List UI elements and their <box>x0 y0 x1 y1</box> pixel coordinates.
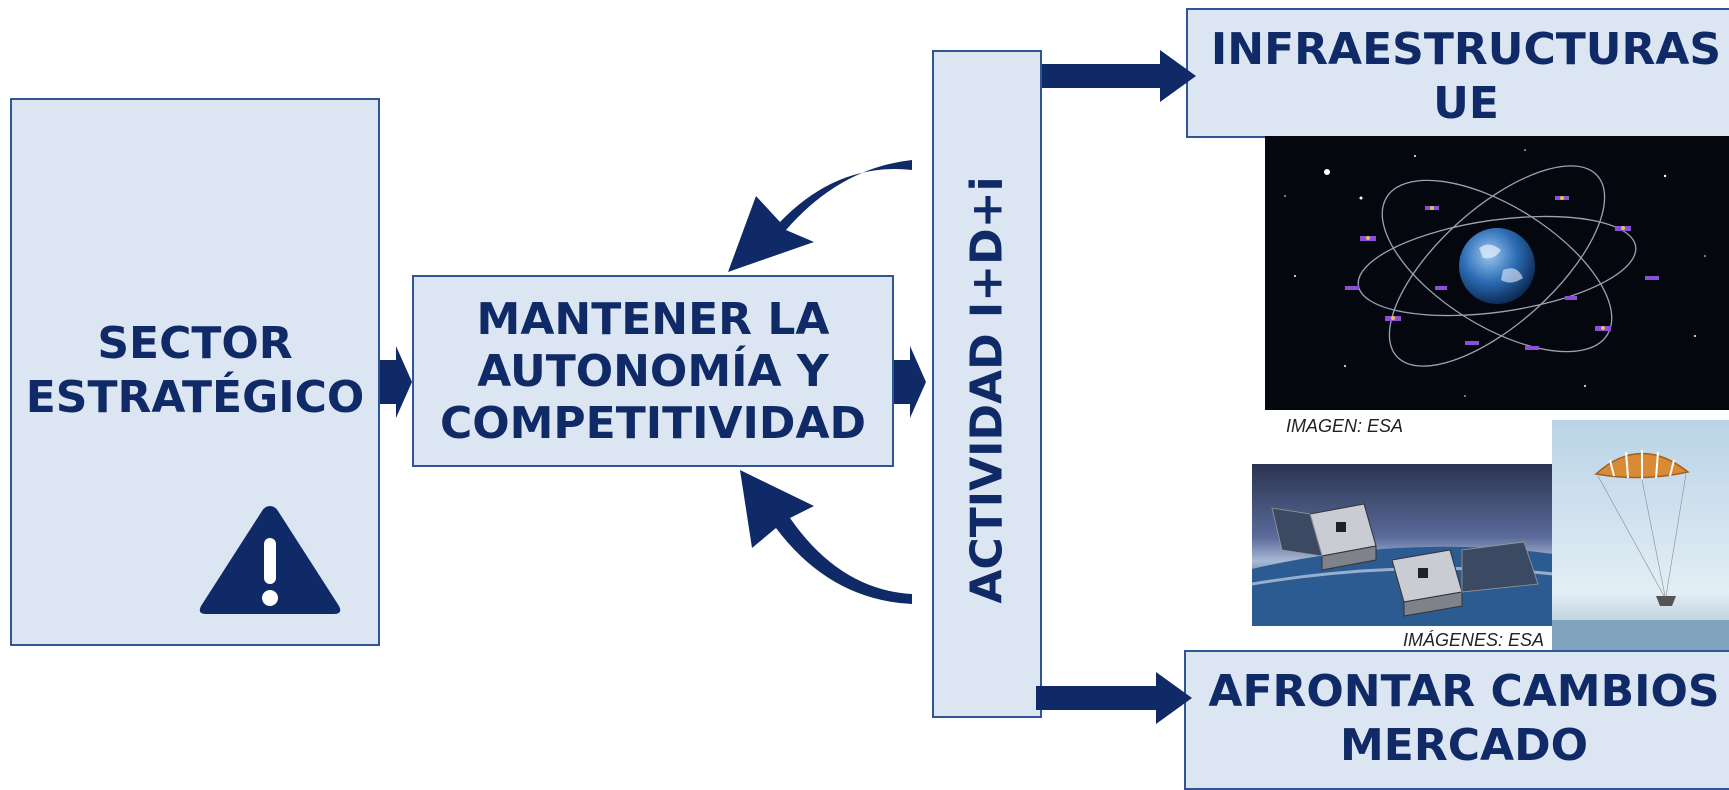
afrontar-box: AFRONTAR CAMBIOS MERCADO <box>1184 650 1729 790</box>
arrow-sector-to-mantener <box>380 346 412 418</box>
curved-arrow-lower <box>740 470 912 604</box>
infraestructuras-box: INFRAESTRUCTURAS UE <box>1186 8 1729 138</box>
sector-estrategico-box: SECTOR ESTRATÉGICO <box>10 98 380 646</box>
satellite-constellation-image <box>1265 136 1729 410</box>
cubesat-image <box>1252 464 1554 626</box>
arrow-mantener-to-actividad <box>894 346 926 418</box>
image-top-caption: IMAGEN: ESA <box>1286 416 1404 436</box>
sector-line2: ESTRATÉGICO <box>25 372 365 423</box>
infra-line1: INFRAESTRUCTURAS <box>1210 24 1722 75</box>
mantener-line2: AUTONOMÍA Y <box>477 346 829 397</box>
infra-line2: UE <box>1433 78 1499 129</box>
mantener-box: MANTENER LA AUTONOMÍA Y COMPETITIVIDAD <box>412 275 894 467</box>
actividad-box <box>932 50 1042 718</box>
mantener-line1: MANTENER LA <box>476 294 830 345</box>
warning-triangle-icon <box>199 506 341 614</box>
curved-arrow-upper <box>728 160 912 272</box>
arrow-actividad-to-infra <box>1042 50 1196 102</box>
arrow-actividad-to-afrontar <box>1036 672 1192 724</box>
afrontar-line2: MERCADO <box>1340 720 1588 771</box>
parachute-capsule-image <box>1552 420 1729 650</box>
afrontar-line1: AFRONTAR CAMBIOS <box>1208 666 1720 717</box>
sector-line1: SECTOR <box>97 318 293 369</box>
images-bottom-caption: IMÁGENES: ESA <box>1403 630 1545 650</box>
mantener-line3: COMPETITIVIDAD <box>439 398 867 449</box>
